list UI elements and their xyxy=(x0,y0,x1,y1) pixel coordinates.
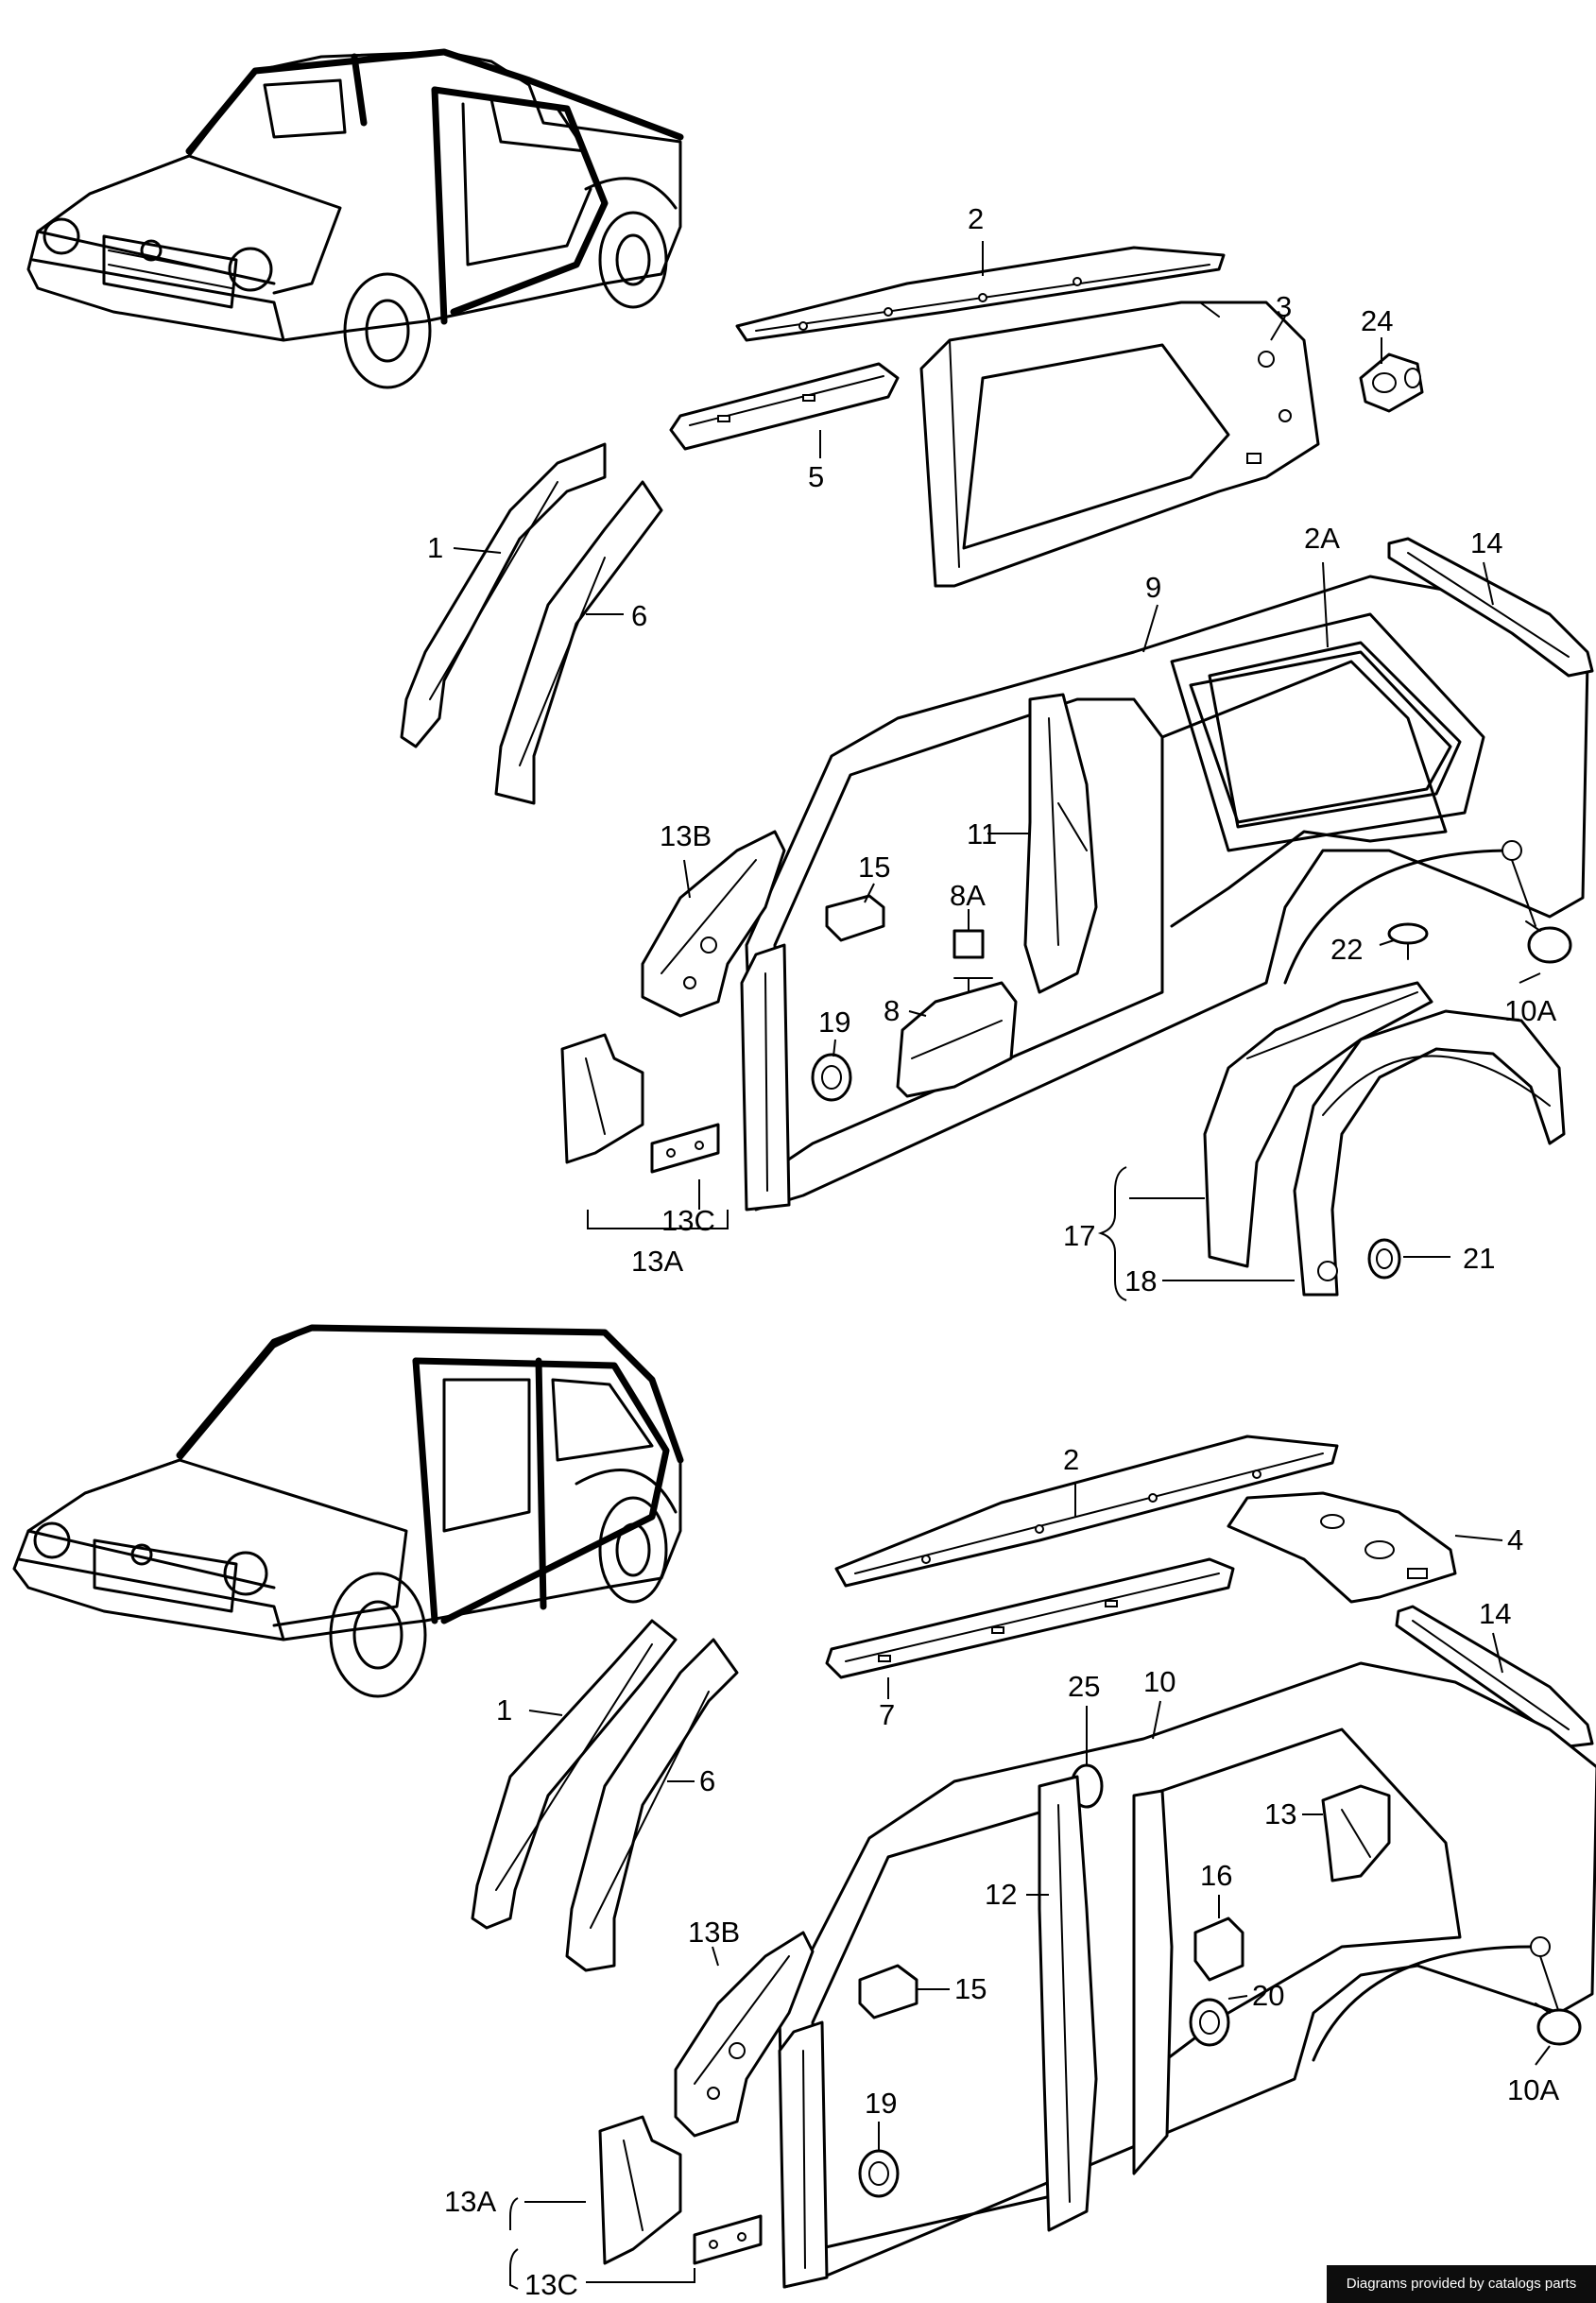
part-13b-bracket xyxy=(641,830,786,1018)
callout-bottom-1: 1 xyxy=(496,1693,512,1727)
callout-top-13c: 13C xyxy=(661,1204,715,1237)
part-2a-window-seal xyxy=(1189,650,1452,824)
part-20-grommet xyxy=(1189,1998,1230,2047)
top-callout-labels: 2 3 24 5 1 6 9 2A 14 11 13B 15 8A 19 8 2… xyxy=(427,202,1556,1298)
callout-bottom-13c: 13C xyxy=(524,2268,578,2301)
part-1-a-pillar-bottom xyxy=(471,1619,678,1930)
part-7-roof-frame xyxy=(825,1557,1235,1679)
part-6-a-pillar-inner-bottom xyxy=(565,1638,739,1972)
callout-bottom-19: 19 xyxy=(865,2087,897,2120)
callout-top-8a: 8A xyxy=(950,879,986,912)
part-15-bracket xyxy=(825,894,885,942)
part-15-bracket-bottom xyxy=(858,1964,918,2019)
part-9-side-panel xyxy=(745,575,1589,1212)
callout-top-13a: 13A xyxy=(631,1245,683,1278)
callout-bottom-15: 15 xyxy=(954,1972,987,2005)
callout-top-10a: 10A xyxy=(1504,994,1556,1027)
callout-top-9: 9 xyxy=(1145,571,1161,604)
callout-top-2: 2 xyxy=(968,202,984,235)
part-8a-clip xyxy=(952,929,985,959)
callout-bottom-13: 13 xyxy=(1264,1797,1296,1830)
reference-car-4door xyxy=(12,1324,684,1698)
reference-car-2door xyxy=(26,48,684,389)
callout-bottom-4: 4 xyxy=(1507,1523,1523,1556)
callout-top-24: 24 xyxy=(1361,304,1393,337)
callout-bottom-2: 2 xyxy=(1063,1443,1079,1476)
part-8-reinforcement xyxy=(896,977,1018,1098)
callout-top-22: 22 xyxy=(1330,933,1363,966)
part-2-roof-rail xyxy=(735,246,1226,342)
part-13a-front-pillar-bottom xyxy=(598,2020,829,2289)
callout-top-17: 17 xyxy=(1063,1219,1095,1252)
part-4-rear-roof-frame xyxy=(1227,1491,1457,1604)
part-13a-front-pillar xyxy=(560,943,791,1212)
callout-top-13b: 13B xyxy=(660,819,712,852)
callout-bottom-10a: 10A xyxy=(1507,2073,1559,2106)
part-2-roof-rail-bottom xyxy=(834,1435,1339,1588)
part-21-grommet xyxy=(1367,1238,1401,1280)
callout-top-15: 15 xyxy=(858,851,890,884)
part-12-b-pillar xyxy=(1038,1775,1174,2232)
part-6-a-pillar-inner xyxy=(494,480,663,805)
callout-bottom-13b: 13B xyxy=(688,1916,740,1949)
part-22-plug xyxy=(1387,922,1429,960)
callout-bottom-14: 14 xyxy=(1479,1597,1511,1630)
callout-top-6: 6 xyxy=(631,599,647,632)
callout-top-19: 19 xyxy=(818,1005,850,1039)
callout-bottom-6: 6 xyxy=(699,1764,715,1797)
part-10a-cap-bottom xyxy=(1535,2002,1582,2046)
callout-top-2a: 2A xyxy=(1304,522,1340,555)
callout-top-11: 11 xyxy=(967,817,997,851)
part-13b-bracket-bottom xyxy=(674,1931,815,2138)
callout-bottom-7: 7 xyxy=(879,1698,895,1731)
part-18-wheel-arch xyxy=(1293,1009,1566,1297)
part-17-wheel-housing xyxy=(1203,981,1433,1268)
part-14-drip-rail xyxy=(1387,537,1594,678)
part-3-side-frame xyxy=(919,301,1320,588)
callout-top-21: 21 xyxy=(1463,1242,1495,1275)
part-1-a-pillar xyxy=(400,442,607,748)
part-10a-cap xyxy=(1525,920,1572,964)
callout-top-14: 14 xyxy=(1470,526,1502,559)
part-5-roof-frame xyxy=(669,362,900,451)
callout-top-5: 5 xyxy=(808,460,824,493)
part-16-bracket xyxy=(1193,1916,1244,1982)
part-14-drip-rail-bottom xyxy=(1395,1605,1594,1748)
callout-bottom-12: 12 xyxy=(985,1878,1017,1911)
part-13-bracket xyxy=(1321,1784,1391,1882)
footer-credit: Diagrams provided by catalogs parts xyxy=(1327,2265,1596,2303)
callout-bottom-13a: 13A xyxy=(444,2185,496,2218)
top-leader-lines xyxy=(453,241,1541,1301)
callout-top-8: 8 xyxy=(884,994,900,1027)
callout-bottom-10: 10 xyxy=(1143,1665,1176,1698)
callout-top-3: 3 xyxy=(1276,290,1292,323)
part-24-plug xyxy=(1359,352,1424,413)
callout-bottom-16: 16 xyxy=(1200,1859,1232,1892)
callout-bottom-25: 25 xyxy=(1068,1670,1100,1703)
callout-top-1: 1 xyxy=(427,531,443,564)
part-11-b-pillar xyxy=(1023,693,1098,994)
callout-top-18: 18 xyxy=(1124,1264,1157,1298)
part-19-grommet xyxy=(811,1053,852,1102)
bottom-callout-labels: 2 4 7 14 10 25 1 6 13 16 12 13B 15 20 10… xyxy=(444,1443,1559,2301)
part-19-grommet-bottom xyxy=(858,2149,900,2198)
callout-bottom-20: 20 xyxy=(1252,1979,1284,2012)
bottom-leader-lines xyxy=(509,1482,1551,2290)
